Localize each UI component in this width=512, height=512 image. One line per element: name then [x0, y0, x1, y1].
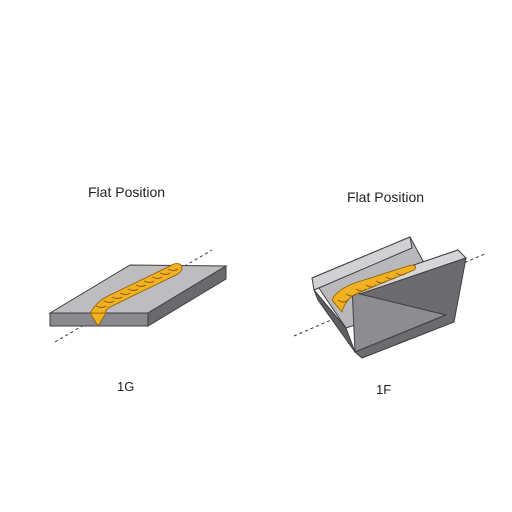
weld-bead-ripples-1g	[95, 268, 179, 308]
fillet-weld-ripples-1f	[337, 272, 407, 303]
plate-right-outer-face-1f	[354, 257, 467, 359]
plate-left-top-edge-1f	[311, 236, 413, 291]
panel-title-1f: Flat Position	[347, 189, 425, 205]
panel-code-1g: 1G	[117, 379, 135, 394]
panel-title-1g: Flat Position	[88, 184, 166, 200]
plate-right-side-1g	[147, 265, 227, 327]
panel-code-1f: 1F	[376, 382, 392, 397]
fillet-weld-bead-1f	[331, 264, 416, 313]
weld-bead-1g	[89, 263, 183, 314]
